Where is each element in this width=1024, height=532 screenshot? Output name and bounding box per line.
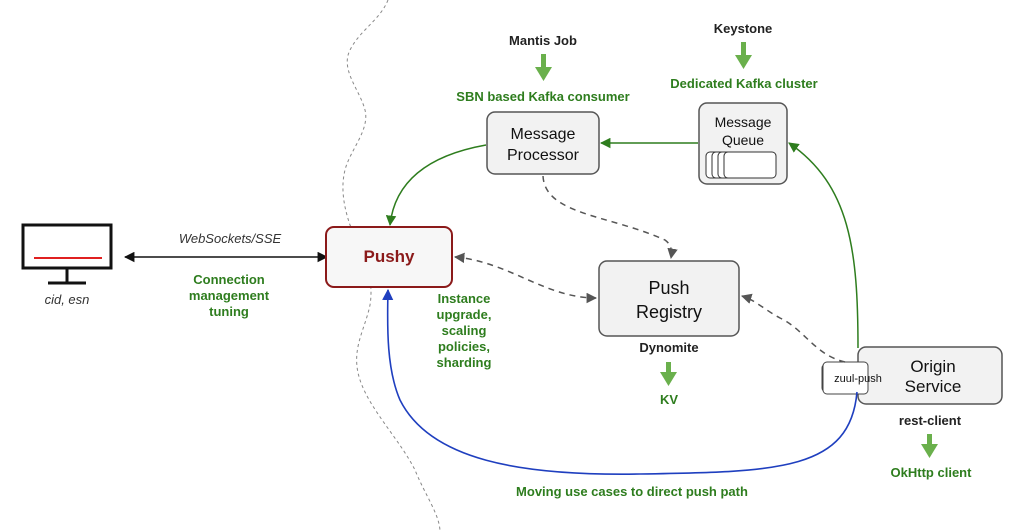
message-queue-label-2: Queue <box>722 132 764 148</box>
dynomite-down-arrow <box>660 362 677 386</box>
direct-path-label: Moving use cases to direct push path <box>516 484 748 499</box>
kv-label: KV <box>660 392 678 407</box>
zuul-push-plugin <box>822 361 869 395</box>
dynomite-label: Dynomite <box>639 340 698 355</box>
kafka-consumer-label: SBN based Kafka consumer <box>456 89 629 104</box>
monitor-icon <box>21 223 113 285</box>
pushy-label: Pushy <box>363 247 415 266</box>
mantis-down-arrow <box>535 54 552 81</box>
link-note-line-2: management <box>189 288 270 303</box>
processor-to-pushy-arrow <box>385 144 487 227</box>
message-processor-label-1: Message <box>511 126 576 143</box>
pushy-note-line-2: upgrade, <box>437 307 492 322</box>
link-note-line-1: Connection <box>193 272 265 287</box>
keystone-label: Keystone <box>714 21 773 36</box>
okhttp-label: OkHttp client <box>891 465 973 480</box>
push-registry-label-1: Push <box>648 278 689 298</box>
pushy-note-line-4: policies, <box>438 339 490 354</box>
websocket-label: WebSockets/SSE <box>179 231 282 246</box>
pushy-box <box>325 226 453 288</box>
origin-service-label-2: Service <box>905 377 962 396</box>
rest-client-label: rest-client <box>899 413 962 428</box>
queue-stack-icon <box>705 151 777 179</box>
push-registry-label-2: Registry <box>636 302 702 322</box>
origin-to-registry-arrow <box>740 293 846 363</box>
kafka-cluster-label: Dedicated Kafka cluster <box>670 76 817 91</box>
push-registry-box <box>598 260 740 337</box>
message-queue-label-1: Message <box>715 114 772 130</box>
processor-to-registry-arrow <box>542 175 678 260</box>
direct-push-path <box>382 288 858 475</box>
zuul-push-label: zuul-push <box>834 373 882 385</box>
message-processor-box <box>486 111 600 175</box>
message-processor-label-2: Processor <box>507 147 580 164</box>
link-note-line-3: tuning <box>209 304 249 319</box>
pushy-note-line-3: scaling <box>442 323 487 338</box>
client-label: cid, esn <box>45 292 90 307</box>
origin-to-queue-arrow <box>788 142 859 349</box>
keystone-down-arrow <box>735 42 752 69</box>
mantis-job-label: Mantis Job <box>509 33 577 48</box>
pushy-note-line-5: sharding <box>437 355 492 370</box>
rest-client-down-arrow <box>921 434 938 458</box>
pushy-note-line-1: Instance <box>438 291 491 306</box>
origin-service-label-1: Origin <box>910 357 955 376</box>
